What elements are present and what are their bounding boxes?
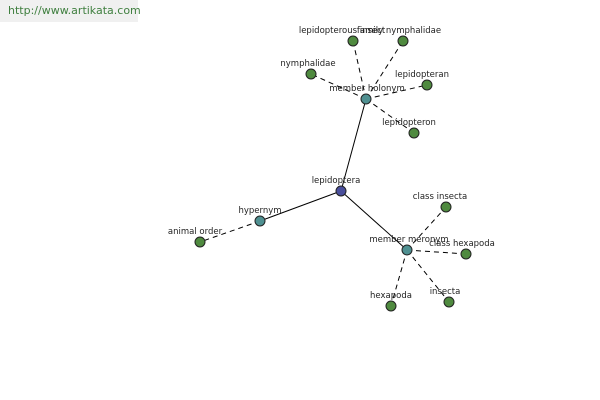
node-lepidopterous-insect[interactable] — [347, 35, 359, 47]
edge-member-holonym-to-lepidopterous-insect — [352, 40, 367, 100]
node-label-lepidoptera: lepidoptera — [312, 176, 361, 186]
node-label-member-holonym: member holonym — [329, 84, 404, 94]
node-label-family-nymphalidae: family nymphalidae — [357, 26, 441, 36]
edge-member-meronym-to-class-hexapoda — [406, 249, 467, 255]
node-label-animal-order: animal order — [168, 227, 223, 237]
edge-member-meronym-to-insecta — [406, 249, 450, 303]
node-label-member-meronym: member meronym — [369, 235, 448, 245]
node-lepidoptera[interactable] — [335, 185, 347, 197]
edge-member-meronym-to-hexapoda — [390, 249, 408, 307]
node-label-insecta: insecta — [430, 287, 461, 297]
edge-lepidoptera-to-hypernym — [259, 190, 342, 222]
node-animal-order[interactable] — [194, 236, 206, 248]
edge-member-holonym-to-lepidopteron — [365, 98, 415, 134]
node-class-hexapoda[interactable] — [460, 248, 472, 260]
node-label-lepidopteran: lepidopteran — [395, 70, 449, 80]
node-insecta[interactable] — [443, 296, 455, 308]
edge-member-holonym-to-lepidopteran — [365, 84, 428, 100]
edge-hypernym-to-animal-order — [199, 220, 261, 243]
node-lepidopteron[interactable] — [408, 127, 420, 139]
node-label-lepidopteron: lepidopteron — [382, 118, 436, 128]
edge-member-meronym-to-class-insecta — [406, 206, 447, 251]
node-hexapoda[interactable] — [385, 300, 397, 312]
node-lepidopteran[interactable] — [421, 79, 433, 91]
node-label-class-hexapoda: class hexapoda — [429, 239, 495, 249]
node-label-nymphalidae: nymphalidae — [280, 59, 335, 69]
labels-layer: lepidoptera member holonym hypernym member … — [168, 26, 495, 301]
node-label-hypernym: hypernym — [238, 206, 281, 216]
edges-layer — [199, 40, 467, 307]
node-member-meronym[interactable] — [401, 244, 413, 256]
node-member-holonym[interactable] — [360, 93, 372, 105]
node-label-hexapoda: hexapoda — [370, 291, 412, 301]
node-label-lepidopterous-insect: lepidopterous insect — [299, 26, 386, 36]
node-family-nymphalidae[interactable] — [397, 35, 409, 47]
node-nymphalidae[interactable] — [305, 68, 317, 80]
edge-member-holonym-to-family-nymphalidae — [365, 40, 404, 100]
node-hypernym[interactable] — [254, 215, 266, 227]
edge-member-holonym-to-nymphalidae — [310, 73, 367, 100]
edge-lepidoptera-to-member-meronym — [340, 190, 408, 251]
node-label-class-insecta: class insecta — [413, 192, 467, 202]
edge-lepidoptera-to-member-holonym — [340, 98, 367, 192]
node-class-insecta[interactable] — [440, 201, 452, 213]
nodes-layer — [194, 35, 472, 312]
site-url-banner[interactable]: http://www.artikata.com — [0, 0, 141, 22]
